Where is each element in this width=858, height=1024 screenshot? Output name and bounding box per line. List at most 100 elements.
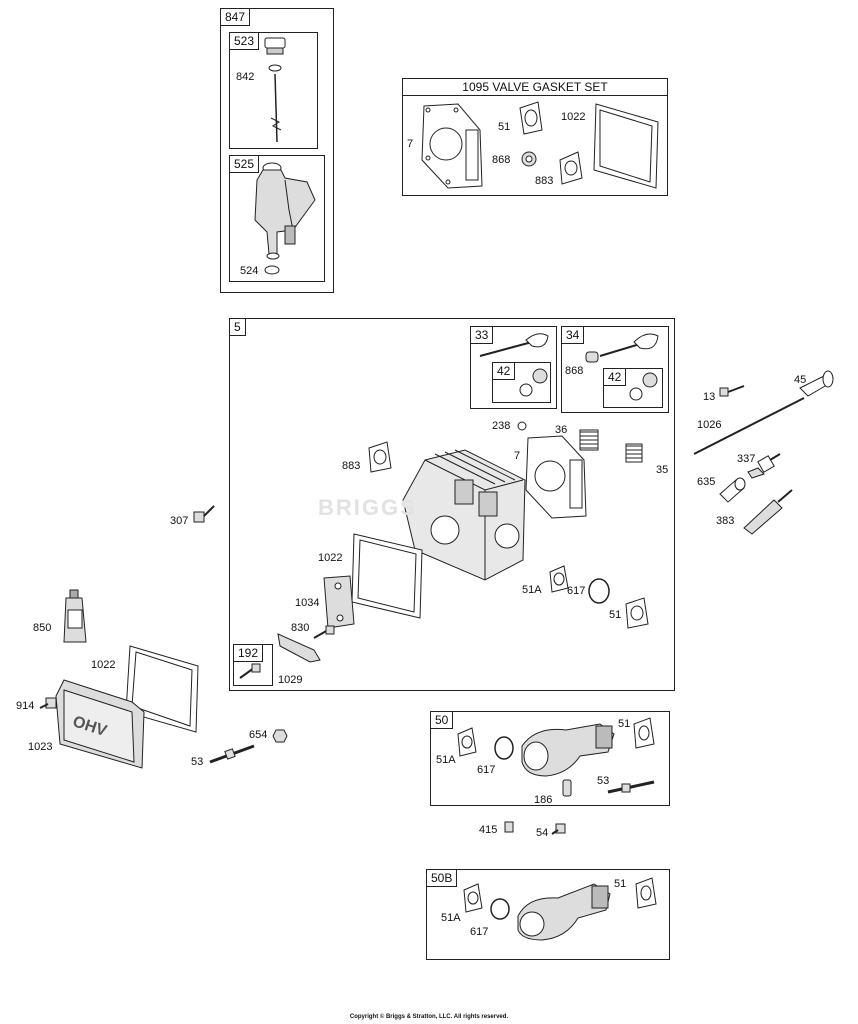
copyright-footer: Copyright © Briggs & Stratton, LLC. All … (349, 1014, 509, 1020)
breather-tube-icon (277, 633, 321, 663)
label-45: 45 (794, 374, 807, 386)
group-34-tag: 34 (561, 326, 585, 344)
group-50B-tag: 50B (426, 869, 458, 887)
group-34-box: 34 (561, 326, 669, 413)
valve-spring-icon-a (579, 429, 599, 451)
intake-gasket-icon-b (549, 565, 569, 593)
label-35: 35 (656, 464, 669, 476)
label-868-a: 868 (492, 154, 511, 166)
gasket-51-b-icon (625, 597, 649, 629)
cover-gasket-icon-c (125, 645, 199, 733)
label-51A-b: 51A (436, 754, 456, 766)
o-ring-617-a-icon (588, 578, 610, 604)
label-307: 307 (170, 515, 189, 527)
o-ring-icon (264, 265, 280, 275)
valve-cover-icon: OHV (55, 679, 145, 769)
label-1029: 1029 (278, 674, 303, 686)
group-42-b-box: 42 (603, 368, 663, 408)
group-33-tag: 33 (470, 326, 494, 344)
label-7-a: 7 (407, 138, 414, 150)
label-842: 842 (236, 71, 255, 83)
rocker-gasket-icon-b (351, 533, 423, 619)
valve-gasket-small-icon (368, 441, 392, 473)
cylinder-head-icon (402, 449, 526, 581)
label-337: 337 (737, 453, 756, 465)
group-42-b-tag: 42 (603, 368, 627, 386)
label-383: 383 (716, 515, 735, 527)
exhaust-valve-icon (585, 333, 659, 363)
screw-icon-54 (551, 823, 566, 835)
bolt-icon-307 (193, 505, 215, 523)
label-51A-c: 51A (441, 912, 461, 924)
o-ring-617-b-icon (494, 736, 514, 760)
valve-seal-icon (521, 151, 537, 167)
label-36: 36 (555, 424, 568, 436)
label-1022-a: 1022 (561, 111, 586, 123)
label-51-d: 51 (614, 878, 627, 890)
rocker-plate-icon (323, 575, 355, 629)
group-525-box: 525 (229, 155, 325, 282)
label-51-c: 51 (618, 718, 631, 730)
label-53-a: 53 (191, 756, 204, 768)
gasket-51-c-icon (633, 717, 655, 749)
label-883-b: 883 (342, 460, 361, 472)
rocker-cover-gasket-icon (593, 103, 659, 189)
label-1023: 1023 (28, 741, 53, 753)
o-ring-617-c-icon (490, 898, 510, 920)
label-53-b: 53 (597, 775, 610, 787)
label-883-a: 883 (535, 175, 554, 187)
exhaust-gasket-icon (519, 101, 543, 135)
spark-plug-boot-icon (743, 489, 793, 535)
dipstick-tube-icon (254, 162, 316, 260)
intake-manifold-icon-a (521, 723, 615, 777)
valve-spring-icon-b (625, 443, 643, 463)
spark-plug-icon (747, 453, 781, 479)
group-5-box: 5 (229, 318, 675, 691)
push-rod-icon (693, 397, 805, 455)
sealant-tube-icon (63, 589, 87, 643)
label-51-b: 51 (609, 609, 622, 621)
label-1034: 1034 (295, 597, 320, 609)
intake-manifold-icon-b (517, 883, 611, 941)
dipstick-icon (264, 37, 286, 143)
group-5-tag: 5 (229, 318, 246, 336)
group-33-box: 33 (470, 326, 557, 409)
group-42-a-tag: 42 (492, 362, 516, 380)
group-1095-box: 1095 VALVE GASKET SET (402, 78, 668, 196)
label-524: 524 (240, 265, 259, 277)
group-523-tag: 523 (229, 32, 260, 50)
stud-icon-53-a (209, 744, 255, 764)
label-1022-b: 1022 (318, 552, 343, 564)
head-gasket-icon (421, 103, 483, 189)
boot-icon (719, 477, 746, 503)
screw-icon-830 (313, 625, 335, 639)
label-238: 238 (492, 420, 511, 432)
label-830: 830 (291, 622, 310, 634)
label-54: 54 (536, 827, 549, 839)
group-50B-box: 50B (426, 869, 670, 960)
label-51-a: 51 (498, 121, 511, 133)
label-617-c: 617 (470, 926, 489, 938)
valve-keeper-icon-a (519, 368, 548, 397)
label-51A-a: 51A (522, 584, 542, 596)
label-1022-c: 1022 (91, 659, 116, 671)
nut-icon-654 (272, 729, 288, 743)
label-850: 850 (33, 622, 52, 634)
head-gasket-icon-b (525, 435, 587, 519)
group-847-tag: 847 (220, 8, 251, 26)
label-617-b: 617 (477, 764, 496, 776)
label-7-b: 7 (514, 450, 521, 462)
stud-icon-13 (719, 385, 745, 397)
screw-icon-914 (39, 697, 57, 709)
label-186: 186 (534, 794, 553, 806)
valve-keeper-icon-b (629, 372, 658, 401)
intake-valve-icon (479, 333, 549, 357)
gasket-51-d-icon (635, 877, 657, 909)
group-192-box: 192 (233, 644, 273, 686)
group-847-box: 847 (220, 8, 334, 293)
label-617-a: 617 (567, 585, 586, 597)
label-654: 654 (249, 729, 268, 741)
label-868-b: 868 (565, 365, 584, 377)
fitting-icon-186 (562, 779, 572, 797)
label-1026: 1026 (697, 419, 722, 431)
